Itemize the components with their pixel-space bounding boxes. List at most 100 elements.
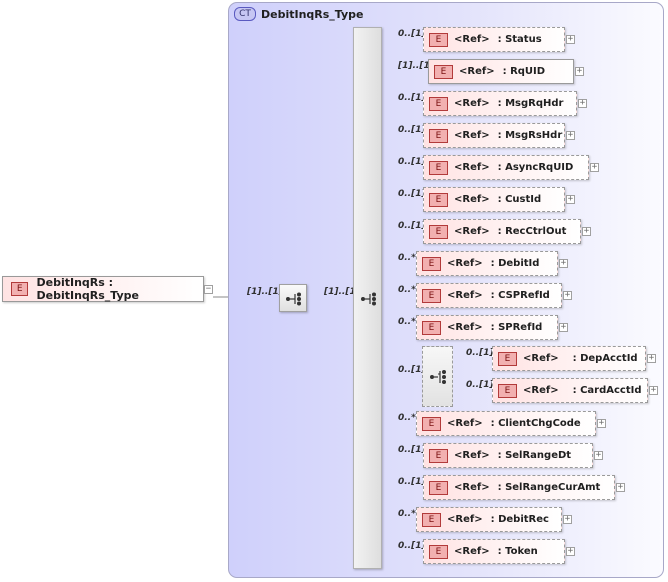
element-ref: <Ref> bbox=[454, 482, 490, 493]
element-selrangecuramt[interactable]: E <Ref> : SelRangeCurAmt bbox=[423, 475, 615, 500]
element-badge: E bbox=[429, 480, 448, 495]
expand-icon[interactable]: + bbox=[566, 34, 575, 44]
element-name: : DebitRec bbox=[490, 514, 549, 525]
element-ref: <Ref> bbox=[454, 194, 490, 205]
element-name: : ClientChgCode bbox=[490, 418, 581, 429]
expand-icon[interactable]: + bbox=[563, 290, 572, 300]
element-badge: E bbox=[429, 128, 448, 143]
element-cardinality: 0..[1] bbox=[466, 380, 494, 390]
element-rquid[interactable]: E <Ref> : RqUID bbox=[428, 59, 574, 84]
element-msgrqhdr[interactable]: E <Ref> : MsgRqHdr bbox=[423, 91, 577, 116]
element-clientchgcode[interactable]: E <Ref> : ClientChgCode bbox=[416, 411, 596, 436]
element-badge: E bbox=[422, 416, 441, 431]
element-name: : DepAcctId bbox=[572, 353, 638, 364]
element-badge: E bbox=[498, 351, 517, 366]
element-ref: <Ref> bbox=[447, 322, 483, 333]
element-ref: <Ref> bbox=[454, 162, 490, 173]
element-ref: <Ref> bbox=[454, 450, 490, 461]
element-cardinality: [1]..[1] bbox=[398, 61, 434, 71]
element-ref: <Ref> bbox=[523, 385, 559, 396]
element-ref: <Ref> bbox=[454, 130, 490, 141]
element-name: : MsgRqHdr bbox=[497, 98, 564, 109]
element-cardinality: 0..[1] bbox=[398, 541, 426, 551]
element-name: : DebitId bbox=[490, 258, 540, 269]
element-cardinality: 0..[1] bbox=[398, 221, 426, 231]
element-debitrec[interactable]: E<Ref>: DebitRec bbox=[416, 507, 562, 532]
expand-icon[interactable]: + bbox=[566, 130, 575, 140]
collapse-icon[interactable]: − bbox=[204, 284, 213, 294]
element-badge: E bbox=[429, 224, 448, 239]
expand-icon[interactable]: + bbox=[649, 385, 658, 395]
sequence-icon bbox=[361, 292, 376, 306]
element-ref: <Ref> bbox=[454, 98, 490, 109]
element-asyncrquid[interactable]: E<Ref>: AsyncRqUID bbox=[423, 155, 589, 180]
expand-icon[interactable]: + bbox=[566, 194, 575, 204]
choice-compositor[interactable] bbox=[422, 346, 453, 407]
root-element-label: DebitInqRs : DebitInqRs_Type bbox=[36, 276, 139, 302]
element-name: : CSPRefId bbox=[490, 290, 550, 301]
inner-sequence-cardinality: [1]..[1] bbox=[324, 287, 360, 297]
element-badge: E bbox=[11, 282, 29, 296]
element-name: : RecCtrlOut bbox=[497, 226, 567, 237]
element-cardinality: 0..* bbox=[398, 317, 416, 327]
element-cardinality: 0..[1] bbox=[398, 189, 426, 199]
element-badge: E bbox=[422, 320, 441, 335]
element-status[interactable]: E<Ref>: Status bbox=[423, 27, 565, 52]
element-csprefid[interactable]: E<Ref>: CSPRefId bbox=[416, 283, 562, 308]
element-name: : MsgRsHdr bbox=[497, 130, 563, 141]
element-ref: <Ref> bbox=[447, 514, 483, 525]
element-name: : CardAcctId bbox=[572, 385, 642, 396]
expand-icon[interactable]: + bbox=[575, 66, 584, 76]
expand-icon[interactable]: + bbox=[566, 546, 575, 556]
element-msgrshdr[interactable]: E <Ref> : MsgRsHdr bbox=[423, 123, 565, 148]
element-ref: <Ref> bbox=[447, 418, 483, 429]
element-debitid[interactable]: E<Ref>: DebitId bbox=[416, 251, 558, 276]
element-depacctid[interactable]: E<Ref>: DepAcctId bbox=[492, 346, 646, 371]
element-badge: E bbox=[429, 32, 448, 47]
element-ref: <Ref> bbox=[454, 546, 490, 557]
expand-icon[interactable]: + bbox=[594, 450, 603, 460]
element-badge: E bbox=[429, 544, 448, 559]
element-custid[interactable]: E<Ref>: CustId bbox=[423, 187, 565, 212]
element-cardinality: 0..[1] bbox=[398, 93, 426, 103]
element-name: : SelRangeDt bbox=[497, 450, 572, 461]
element-name: : SelRangeCurAmt bbox=[497, 482, 601, 493]
element-cardinality: 0..[1] bbox=[398, 445, 426, 455]
element-recctrlout[interactable]: E <Ref> : RecCtrlOut bbox=[423, 219, 581, 244]
expand-icon[interactable]: + bbox=[647, 353, 656, 363]
element-name: : SPRefId bbox=[490, 322, 543, 333]
root-element[interactable]: E DebitInqRs : DebitInqRs_Type bbox=[2, 276, 204, 302]
expand-icon[interactable]: + bbox=[616, 482, 625, 492]
element-badge: E bbox=[429, 96, 448, 111]
expand-icon[interactable]: + bbox=[559, 258, 568, 268]
element-cardinality: 0..[1] bbox=[398, 477, 426, 487]
element-sprefid[interactable]: E <Ref> : SPRefId bbox=[416, 315, 558, 340]
inner-sequence-bar[interactable] bbox=[353, 27, 382, 569]
element-badge: E bbox=[429, 160, 448, 175]
expand-icon[interactable]: + bbox=[563, 514, 572, 524]
element-badge: E bbox=[434, 64, 453, 79]
element-ref: <Ref> bbox=[459, 66, 495, 77]
element-cardinality: 0..[1] bbox=[398, 157, 426, 167]
sequence-compositor[interactable] bbox=[279, 284, 307, 312]
expand-icon[interactable]: + bbox=[582, 226, 591, 236]
expand-icon[interactable]: + bbox=[590, 162, 599, 172]
element-ref: <Ref> bbox=[454, 226, 490, 237]
expand-icon[interactable]: + bbox=[578, 98, 587, 108]
element-selrangedt[interactable]: E<Ref>: SelRangeDt bbox=[423, 443, 593, 468]
expand-icon[interactable]: + bbox=[597, 418, 606, 428]
element-cardinality: 0..* bbox=[398, 509, 416, 519]
element-token[interactable]: E<Ref>: Token bbox=[423, 539, 565, 564]
element-cardacctid[interactable]: E <Ref> : CardAcctId bbox=[492, 378, 648, 403]
complex-type-title: CT DebitInqRs_Type bbox=[234, 6, 364, 22]
element-cardinality: 0..[1] bbox=[398, 125, 426, 135]
element-cardinality: 0..[1] bbox=[466, 348, 494, 358]
element-badge: E bbox=[498, 383, 517, 398]
element-badge: E bbox=[422, 256, 441, 271]
element-name: : CustId bbox=[497, 194, 542, 205]
element-cardinality: 0..* bbox=[398, 285, 416, 295]
element-name: : RqUID bbox=[502, 66, 546, 77]
expand-icon[interactable]: + bbox=[559, 322, 568, 332]
complex-type-badge: CT bbox=[234, 7, 256, 21]
